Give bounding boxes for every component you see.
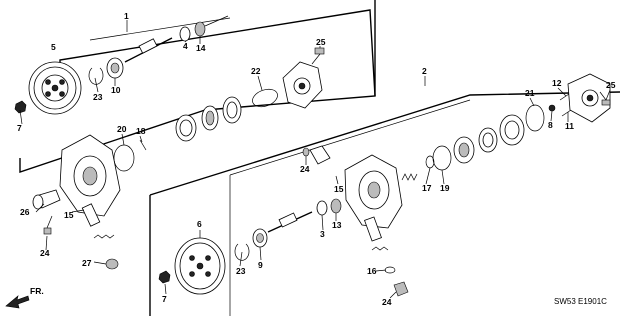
- front-label: FR.: [30, 286, 44, 296]
- callout-2: 2: [422, 66, 427, 76]
- end-cover-lower: [567, 73, 611, 123]
- cam-ring-upper: [175, 96, 242, 142]
- callout-6: 6: [197, 219, 202, 229]
- callout-23a: 23: [93, 92, 103, 102]
- callout-5: 5: [51, 42, 56, 52]
- callout-19: 19: [440, 183, 450, 193]
- callout-24c: 24: [382, 297, 392, 307]
- callout-23b: 23: [236, 266, 246, 276]
- bearing-small-upper: [194, 21, 206, 37]
- callout-26: 26: [20, 207, 30, 217]
- flow-valve-upper: [81, 203, 101, 227]
- nut-lower: [158, 270, 171, 284]
- callout-16: 16: [367, 266, 377, 276]
- callout-labels: 1 2 3 4 5 6 7 7 8 9 10 11 12 13 14 15 15…: [17, 11, 616, 307]
- callout-15a: 15: [64, 210, 74, 220]
- bolt-24-upper: [43, 215, 53, 235]
- pin-8: [548, 104, 556, 112]
- upper-assembly: [14, 15, 325, 270]
- callout-7a: 7: [17, 123, 22, 133]
- flow-valve-lower: [364, 216, 382, 242]
- front-direction-indicator: FR.: [5, 286, 44, 309]
- diagram-reference-code: SW53 E1901C: [554, 297, 607, 306]
- snap-ring-lower: [234, 243, 250, 261]
- callout-12: 12: [552, 78, 562, 88]
- callout-15b: 15: [334, 184, 344, 194]
- callout-11: 11: [565, 121, 574, 131]
- seal-lower: [316, 200, 328, 216]
- leader-lines: [19, 36, 611, 299]
- callout-14: 14: [196, 43, 206, 53]
- o-ring-21: [525, 104, 545, 132]
- bearing-upper: [106, 57, 124, 79]
- plug-lower: [393, 281, 409, 297]
- spring-lower: [371, 246, 389, 251]
- callout-10: 10: [111, 85, 121, 95]
- fitting-lower: [302, 145, 331, 165]
- pulley-upper: [28, 61, 82, 115]
- seal-upper: [179, 26, 191, 42]
- callout-25b: 25: [606, 80, 616, 90]
- plug-upper: [105, 258, 119, 270]
- callout-1: 1: [124, 11, 129, 21]
- callout-17: 17: [422, 183, 432, 193]
- nut-upper: [14, 100, 27, 114]
- callout-9: 9: [258, 260, 263, 270]
- callout-13: 13: [332, 220, 342, 230]
- shaft-upper: [124, 37, 173, 63]
- end-cover-upper: [282, 61, 323, 109]
- inlet-pipe-upper: [32, 189, 61, 210]
- callout-8: 8: [548, 120, 553, 130]
- o-ring-19: [432, 145, 452, 171]
- bearing-small-lower: [330, 198, 342, 214]
- pump-body-upper: [59, 134, 121, 217]
- washer-16: [384, 266, 396, 274]
- callout-27: 27: [82, 258, 92, 268]
- callout-22: 22: [251, 66, 261, 76]
- lower-assembly: [158, 73, 611, 297]
- callout-3: 3: [320, 229, 325, 239]
- callout-20: 20: [117, 124, 127, 134]
- pin-upper: [139, 139, 147, 151]
- callout-24a: 24: [40, 248, 50, 258]
- pump-body-lower: [344, 154, 403, 229]
- bolt-upper: [311, 47, 325, 65]
- callout-25a: 25: [316, 37, 326, 47]
- spring-coil: [401, 173, 418, 181]
- rotor-lower: [453, 114, 525, 164]
- o-ring-20: [113, 144, 135, 172]
- callout-7b: 7: [162, 294, 167, 304]
- callout-21: 21: [525, 88, 535, 98]
- bearing-lower: [252, 228, 268, 248]
- pulley-lower: [174, 237, 226, 295]
- callout-18: 18: [136, 126, 146, 136]
- callout-24b: 24: [300, 164, 310, 174]
- front-arrow-icon: [5, 295, 30, 309]
- o-ring-upper: [252, 88, 278, 108]
- spring-upper: [93, 234, 115, 239]
- callout-4: 4: [183, 41, 188, 51]
- shaft-lower: [267, 211, 313, 233]
